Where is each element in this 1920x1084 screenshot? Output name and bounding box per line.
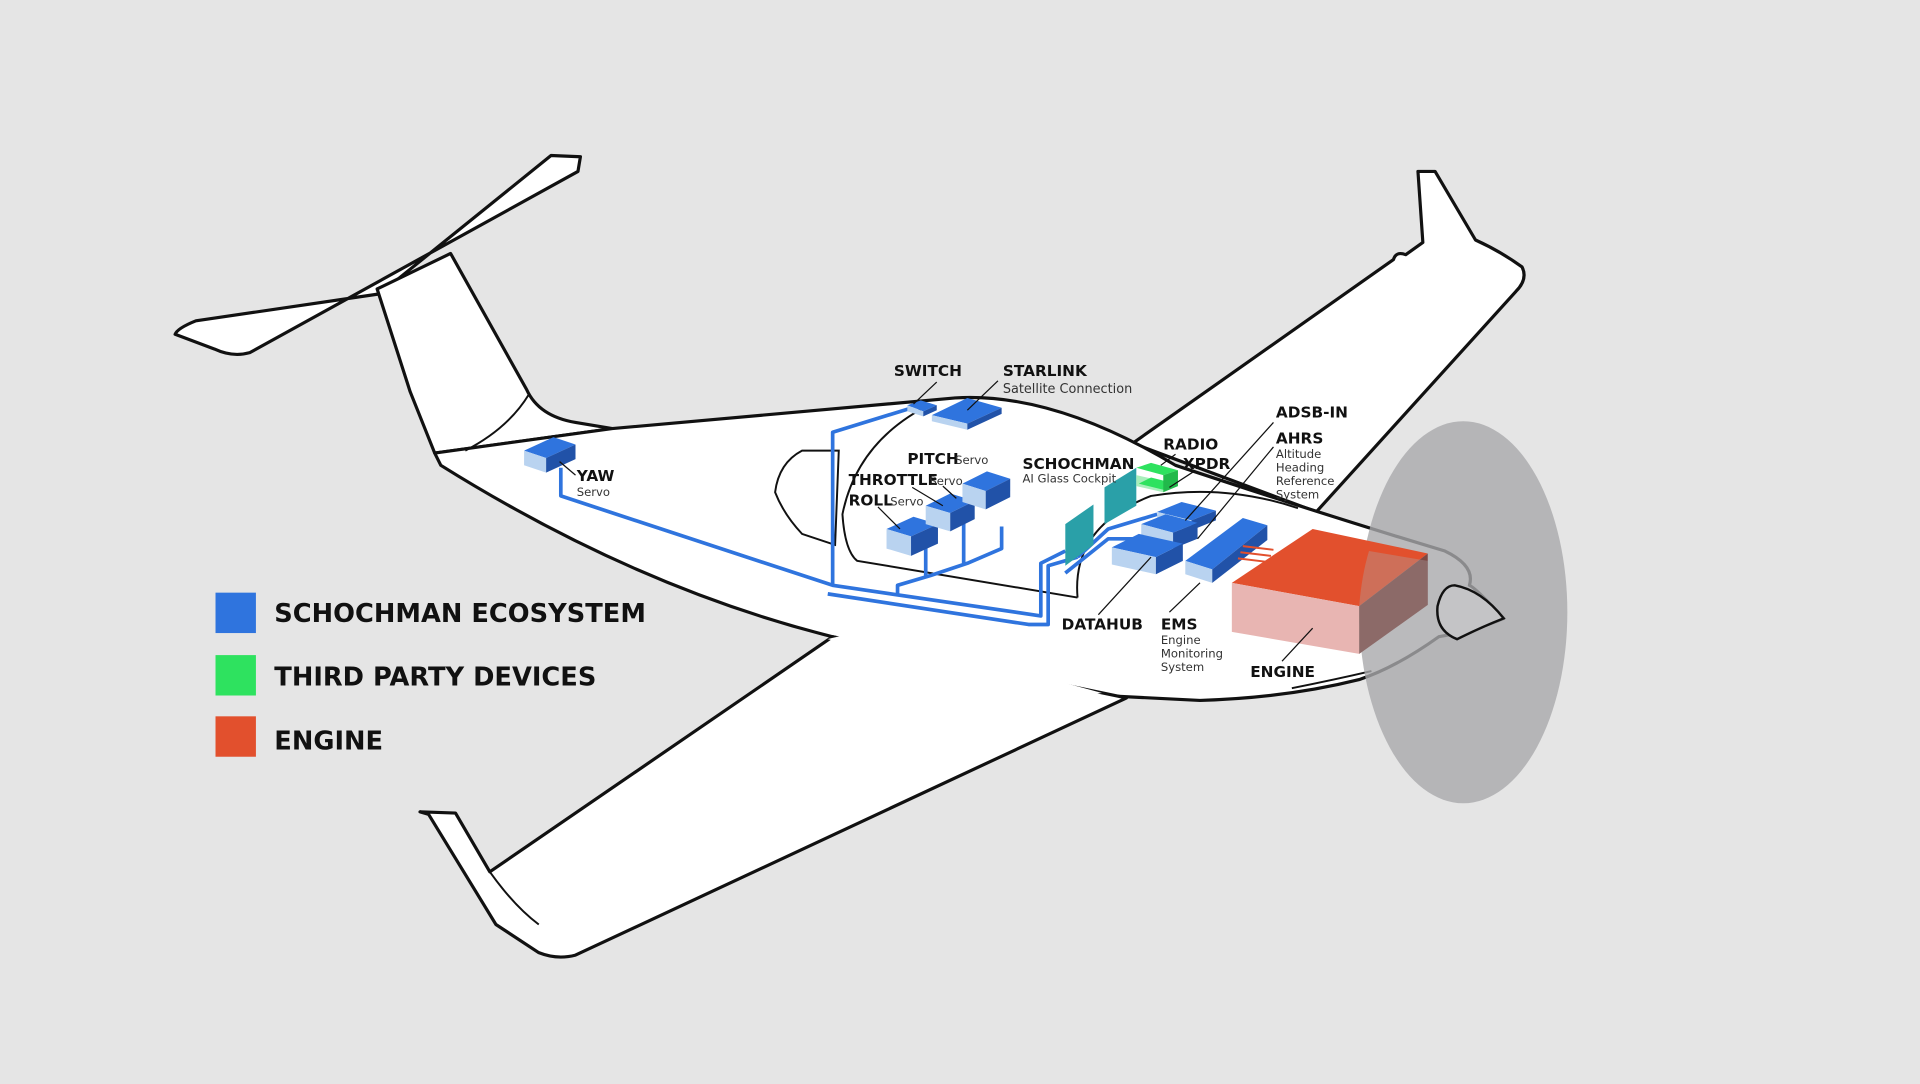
ems-sublabel-3: System [1161,660,1204,674]
throttle-sublabel: Servo [929,474,962,488]
schochman-cockpit-display [1065,467,1137,566]
tail-fillet-line [464,393,530,452]
starlink-box [931,397,1002,430]
legend: SCHOCHMAN ECOSYSTEM THIRD PARTY DEVICES … [215,592,646,757]
roll-servo-box [886,516,938,556]
ahrs-sublabel-1: Altitude [1276,447,1321,461]
ems-label: EMS [1161,615,1198,633]
radio-label: RADIO [1163,435,1218,453]
datahub-box [1111,533,1183,575]
legend-label-schochman: SCHOCHMAN ECOSYSTEM [274,599,646,629]
engine-block [1231,528,1428,654]
ems-sublabel-2: Monitoring [1161,647,1223,661]
datahub-label: DATAHUB [1062,615,1143,633]
schochman-label: SCHOCHMAN [1022,455,1134,473]
vertical-tail [375,251,614,455]
wingtip-line [488,871,540,926]
legend-swatch-third-party [215,655,256,696]
legend-item-engine: ENGINE [215,716,383,757]
starlink-sublabel: Satellite Connection [1003,382,1132,397]
left-wing [418,635,1129,959]
yaw-sublabel: Servo [577,485,610,499]
ahrs-label: AHRS [1276,429,1323,447]
starlink-label: STARLINK [1003,362,1088,380]
ahrs-sublabel-2: Heading [1276,460,1324,474]
pitch-sublabel: Servo [955,453,988,467]
ems-engine-connector [1237,545,1274,564]
roll-sublabel: Servo [890,495,923,509]
propeller-overlay [1359,551,1428,654]
ahrs-sublabel-4: System [1276,487,1319,501]
legend-swatch-engine [215,716,256,757]
ems-sublabel-1: Engine [1161,633,1201,647]
roll-label: ROLL [849,492,894,510]
canopy-outline [841,403,1078,599]
adsb-label: ADSB-IN [1276,404,1348,422]
legend-label-engine: ENGINE [274,726,383,756]
cockpit-window [774,449,840,547]
legend-item-third-party: THIRD PARTY DEVICES [215,655,596,696]
pitch-servo-box [962,471,1011,510]
leader-lines [559,380,1314,662]
right-wing [1131,169,1526,514]
schochman-sublabel: AI Glass Cockpit [1022,471,1116,485]
pitch-label: PITCH [907,450,958,468]
legend-item-schochman: SCHOCHMAN ECOSYSTEM [215,592,646,634]
ems-box [1185,517,1268,583]
horizontal-stabilizer [173,153,582,357]
engine-label: ENGINE [1250,663,1315,681]
throttle-label: THROTTLE [849,471,938,489]
legend-label-third-party: THIRD PARTY DEVICES [274,663,596,693]
legend-swatch-schochman [215,592,256,634]
switch-label: SWITCH [894,362,962,380]
ahrs-sublabel-3: Reference [1276,474,1335,488]
yaw-servo-box [524,437,576,473]
left-wing-root [827,634,1103,698]
third-party-radio-xpdr [1136,462,1178,493]
cowling-line [1291,670,1372,690]
xpdr-label: XPDR [1183,455,1231,473]
propeller-spinner [1436,584,1506,641]
yaw-label: YAW [576,467,615,485]
